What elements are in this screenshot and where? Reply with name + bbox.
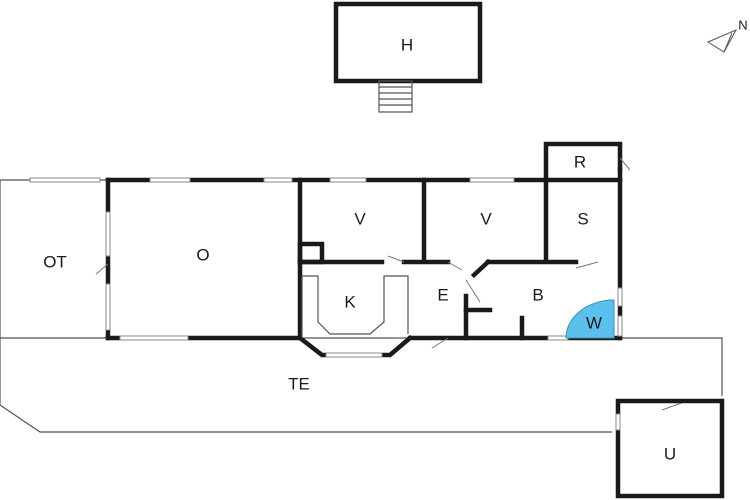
room-r-walls xyxy=(543,141,623,183)
room-label-h: H xyxy=(401,35,413,54)
kitchen-counter xyxy=(302,275,409,335)
whirlpool-area xyxy=(565,299,615,339)
room-label-v2: V xyxy=(480,209,492,228)
room-label-b: B xyxy=(532,285,543,304)
annex-u-walls xyxy=(615,398,725,499)
terrace-outline xyxy=(0,337,723,433)
compass-arrow-icon xyxy=(706,28,738,53)
compass-label: N xyxy=(738,17,747,32)
room-label-te: TE xyxy=(288,374,310,393)
room-label-o: O xyxy=(196,245,209,264)
room-label-e: E xyxy=(437,285,448,304)
room-label-r: R xyxy=(574,152,586,171)
room-label-k: K xyxy=(344,292,356,311)
room-label-v1: V xyxy=(354,209,366,228)
door-swings xyxy=(95,157,685,411)
room-label-ot: OT xyxy=(43,252,67,271)
room-label-w: W xyxy=(586,313,602,332)
windows xyxy=(29,177,623,358)
room-label-s: S xyxy=(577,209,588,228)
room-label-u: U xyxy=(664,444,676,463)
interior-walls xyxy=(297,177,579,341)
shed-steps xyxy=(378,80,413,113)
